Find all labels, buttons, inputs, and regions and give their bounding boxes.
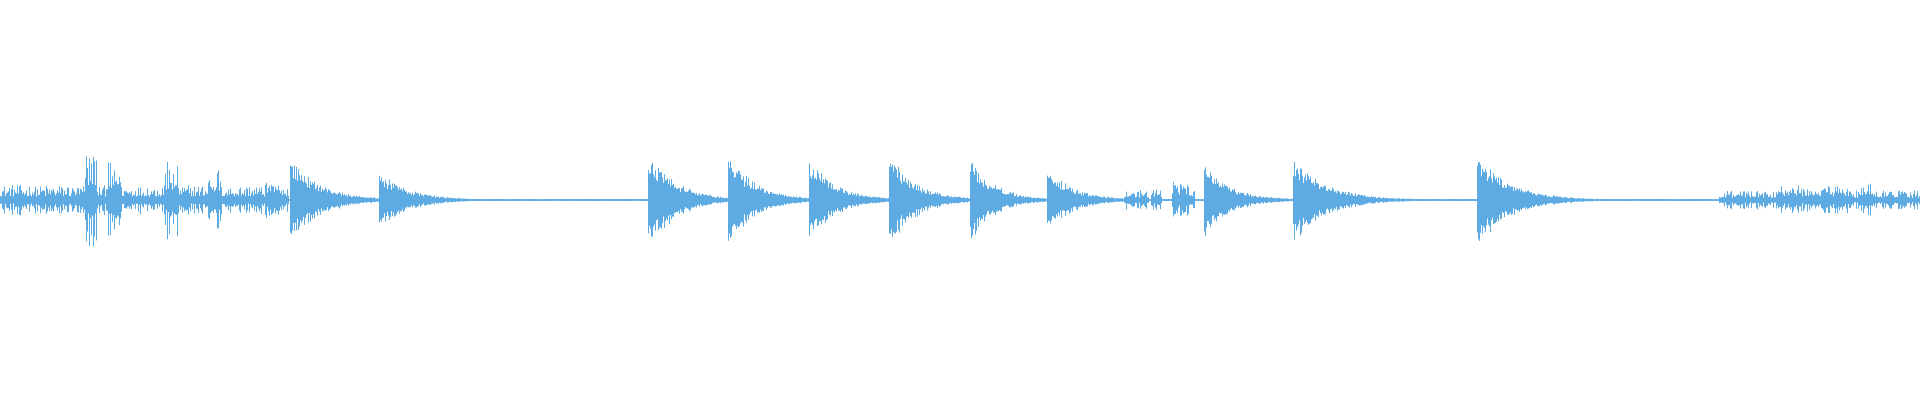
- waveform-bars: [0, 156, 1920, 247]
